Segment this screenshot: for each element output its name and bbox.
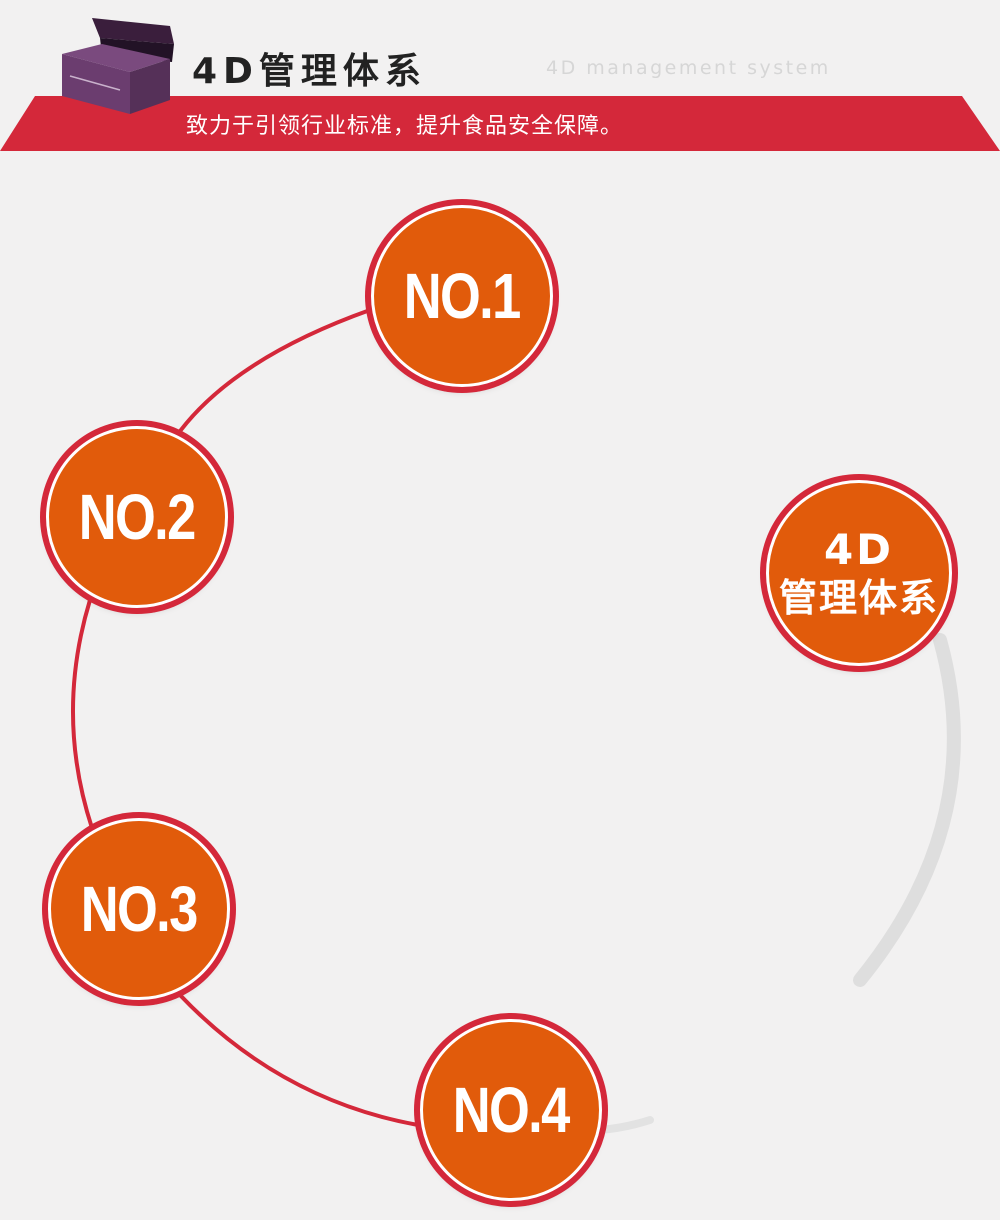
red-arc — [178, 993, 419, 1127]
header-banner — [0, 96, 1000, 151]
step-circle-1: NO.1 — [371, 205, 553, 387]
gray-arc — [853, 633, 961, 987]
page-title: 4D管理体系 — [192, 51, 427, 92]
page-subtitle-english: 4D management system — [546, 57, 831, 79]
step-label: NO.3 — [81, 873, 199, 945]
step-circle-2: NO.2 — [46, 426, 228, 608]
red-arc — [71, 599, 94, 829]
step-circle-3: NO.3 — [48, 818, 230, 1000]
step-label: NO.2 — [79, 481, 197, 553]
step-label: NO.1 — [404, 260, 522, 332]
step-circle-4: NO.4 — [420, 1019, 602, 1201]
slogan-text: 致力于引领行业标准，提升食品安全保障。 — [186, 114, 624, 139]
center-label-line2: 管理体系 — [778, 576, 939, 620]
center-label-line1: 4D — [823, 525, 895, 574]
red-arc — [173, 308, 371, 440]
gift-box-icon — [62, 18, 174, 114]
gray-arc-bottom — [596, 1116, 654, 1134]
center-circle: 4D 管理体系 — [766, 480, 952, 666]
step-label: NO.4 — [453, 1074, 571, 1146]
